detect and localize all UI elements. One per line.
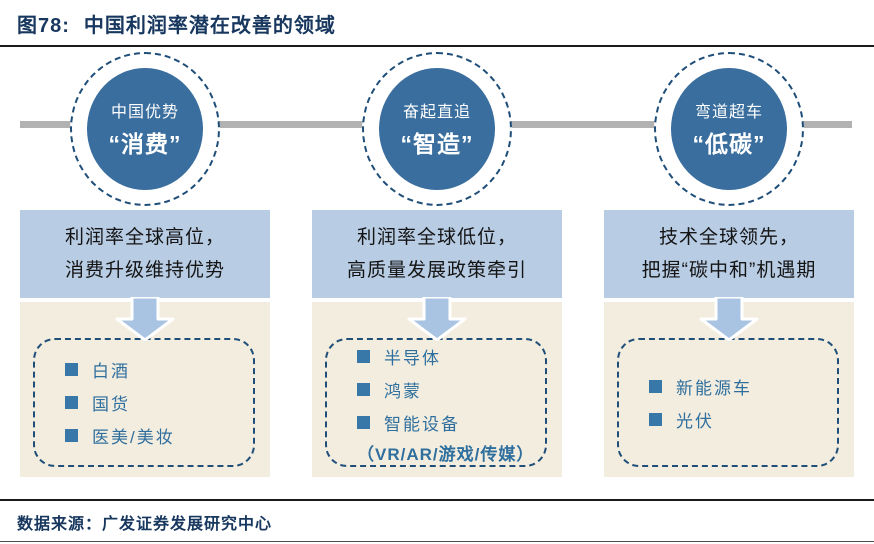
summary-line: 利润率全球低位， <box>356 226 517 248</box>
bullet-square-icon <box>357 350 370 363</box>
down-arrow-icon <box>406 295 468 342</box>
bullet-square-icon <box>65 429 78 442</box>
list-item: 白酒 <box>65 353 253 386</box>
summary-box: 技术全球领先， 把握“碳中和”机遇期 <box>604 210 854 298</box>
bottom-divider <box>0 541 874 542</box>
circle-keyword: “消费” <box>108 131 182 157</box>
industry-label: 国货 <box>92 395 130 414</box>
dashed-list-frame: 白酒 国货 医美/美妆 <box>33 338 255 467</box>
circle-caption: 弯道超车 <box>694 104 763 121</box>
down-arrow-icon <box>114 295 176 342</box>
dashed-ring: 奋起直追 “智造” <box>362 51 512 206</box>
bullet-square-icon <box>357 416 370 429</box>
diagram: 中国优势 “消费” 利润率全球高位， 消费升级维持优势 <box>0 47 874 477</box>
list-item: 光伏 <box>649 403 837 436</box>
dashed-ring: 弯道超车 “低碳” <box>654 51 804 206</box>
source-label: 数据来源： <box>17 516 103 533</box>
column-consumption: 中国优势 “消费” 利润率全球高位， 消费升级维持优势 <box>20 47 270 477</box>
industry-label: 白酒 <box>92 362 130 381</box>
footer-divider <box>0 499 874 501</box>
summary-line: 利润率全球高位， <box>64 226 225 248</box>
down-arrow-icon <box>698 295 760 342</box>
detail-box: 白酒 国货 医美/美妆 <box>20 302 270 477</box>
circle-keyword: “低碳” <box>692 131 766 157</box>
industry-label: 半导体 <box>384 349 441 368</box>
circle-keyword: “智造” <box>400 131 474 157</box>
bullet-square-icon <box>65 396 78 409</box>
circle-caption: 奋起直追 <box>402 104 471 121</box>
summary-line: 消费升级维持优势 <box>64 260 225 281</box>
source-text: 广发证券发展研究中心 <box>102 516 273 533</box>
industry-label: 光伏 <box>676 411 714 431</box>
theme-circle: 弯道超车 “低碳” <box>671 67 787 190</box>
diagram-columns: 中国优势 “消费” 利润率全球高位， 消费升级维持优势 <box>20 47 854 477</box>
bullet-square-icon <box>649 379 662 393</box>
summary-line: 把握“碳中和”机遇期 <box>641 260 817 281</box>
industry-label: 鸿蒙 <box>384 382 422 401</box>
summary-line: 高质量发展政策牵引 <box>346 260 527 281</box>
theme-circle: 奋起直追 “智造” <box>379 67 495 190</box>
title-divider <box>0 45 874 47</box>
dashed-ring: 中国优势 “消费” <box>70 51 220 206</box>
industry-label: 新能源车 <box>676 378 752 398</box>
figure-number-label: 图78: <box>17 15 70 37</box>
list-item: 鸿蒙 <box>357 373 545 406</box>
column-low-carbon: 弯道超车 “低碳” 技术全球领先， 把握“碳中和”机遇期 <box>604 47 854 477</box>
dashed-list-frame: 新能源车 光伏 <box>617 338 839 467</box>
theme-circle: 中国优势 “消费” <box>87 67 203 190</box>
data-source: 数据来源：广发证券发展研究中心 <box>0 501 874 534</box>
column-smart-manufacturing: 奋起直追 “智造” 利润率全球低位， 高质量发展政策牵引 <box>312 47 562 477</box>
list-item: 新能源车 <box>649 370 837 403</box>
industry-list: 新能源车 光伏 <box>649 370 837 436</box>
industry-label: 医美/美妆 <box>92 428 175 447</box>
list-item: 半导体 <box>357 340 545 373</box>
bullet-square-icon <box>357 383 370 396</box>
industry-list: 白酒 国货 医美/美妆 <box>65 353 253 452</box>
page-title: 中国利润率潜在改善的领域 <box>83 15 336 37</box>
list-item: 医美/美妆 <box>65 419 253 452</box>
summary-box: 利润率全球低位， 高质量发展政策牵引 <box>312 210 562 298</box>
industry-list: 半导体 鸿蒙 智能设备 <box>357 340 545 439</box>
circle-area: 奋起直追 “智造” <box>362 47 512 210</box>
dashed-list-frame: 半导体 鸿蒙 智能设备 <box>325 338 547 467</box>
summary-line: 技术全球领先， <box>658 226 799 248</box>
bullet-square-icon <box>649 412 662 426</box>
list-item: 智能设备 <box>357 406 545 439</box>
list-item: 国货 <box>65 386 253 419</box>
figure-title-row: 图78: 中国利润率潜在改善的领域 <box>0 0 874 38</box>
bullet-square-icon <box>65 363 78 376</box>
summary-box: 利润率全球高位， 消费升级维持优势 <box>20 210 270 298</box>
circle-caption: 中国优势 <box>110 104 179 121</box>
circle-area: 弯道超车 “低碳” <box>654 47 804 210</box>
list-note: （VR/AR/游戏/传媒） <box>357 444 535 464</box>
circle-area: 中国优势 “消费” <box>70 47 220 210</box>
industry-label: 智能设备 <box>384 415 460 434</box>
